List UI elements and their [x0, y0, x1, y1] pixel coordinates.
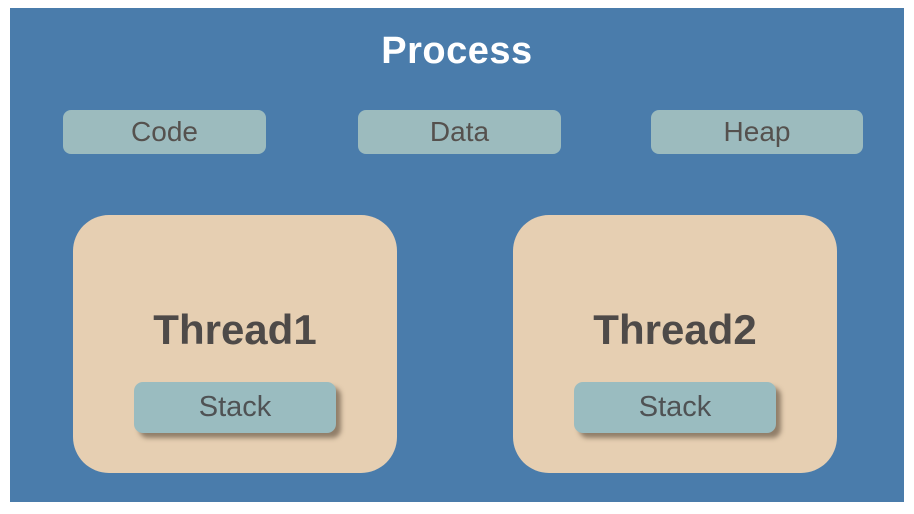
code-segment-label: Code [131, 116, 198, 147]
thread1-stack-label: Stack [198, 391, 272, 423]
code-segment-box: Code [63, 110, 266, 154]
heap-segment-label: Heap [723, 116, 791, 147]
thread1-box: Thread1 Stack [73, 215, 397, 473]
thread1-label: Thread1 [153, 306, 317, 353]
thread1-stack-box: Stack [134, 382, 336, 433]
thread2-stack-label: Stack [638, 391, 712, 423]
process-diagram-canvas: Process Code Data Heap Thread1 Stack Thr… [10, 8, 904, 502]
thread2-box: Thread2 Stack [513, 215, 837, 473]
heap-segment-box: Heap [651, 110, 863, 154]
thread2-stack-box: Stack [574, 382, 776, 433]
data-segment-label: Data [429, 116, 490, 147]
process-title: Process [381, 30, 533, 72]
thread2-label: Thread2 [593, 306, 757, 353]
data-segment-box: Data [358, 110, 561, 154]
